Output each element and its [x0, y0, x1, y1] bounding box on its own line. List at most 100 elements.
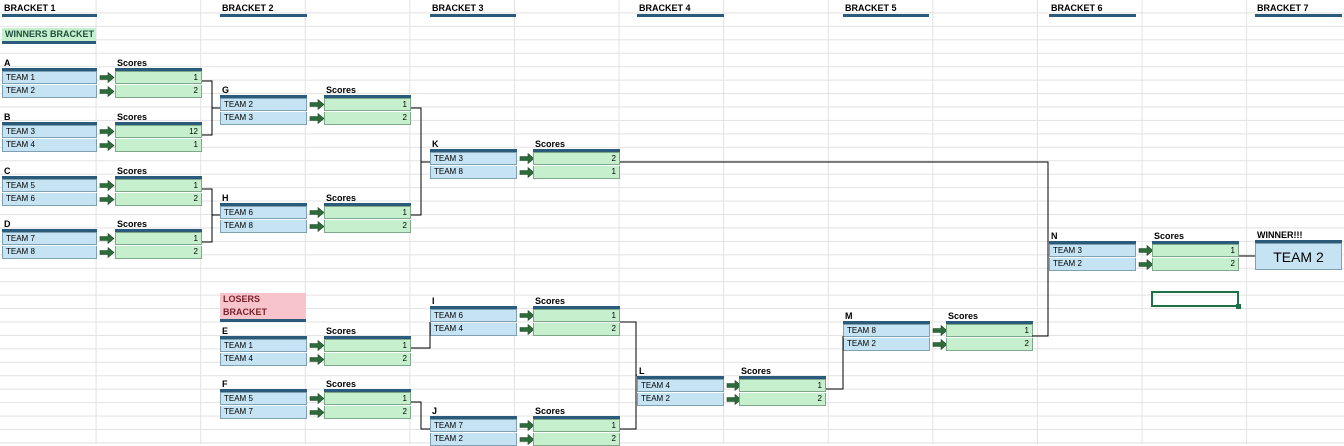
match-k-team2[interactable]: TEAM 8 [430, 166, 517, 179]
match-l-team2[interactable]: TEAM 2 [637, 393, 724, 406]
match-f-team1[interactable]: TEAM 5 [220, 392, 307, 405]
match-m-scores-header [946, 321, 1033, 324]
match-i-score2[interactable]: 2 [533, 323, 620, 336]
arrow-right-icon [519, 434, 535, 445]
winner-team-cell[interactable]: TEAM 2 [1255, 243, 1342, 270]
match-e-team1[interactable]: TEAM 1 [220, 339, 307, 352]
match-f-team2[interactable]: TEAM 7 [220, 406, 307, 419]
match-b-label: B [4, 112, 11, 122]
match-l-score1[interactable]: 1 [739, 379, 826, 392]
arrow-right-icon [519, 153, 535, 164]
match-f-score1[interactable]: 1 [324, 392, 411, 405]
match-n-team2[interactable]: TEAM 2 [1049, 258, 1136, 271]
arrow-right-icon [309, 354, 325, 365]
match-c-header [2, 176, 97, 179]
match-i-header [430, 306, 517, 309]
match-f-score2[interactable]: 2 [324, 406, 411, 419]
match-i-score1[interactable]: 1 [533, 309, 620, 322]
match-i-team1[interactable]: TEAM 6 [430, 309, 517, 322]
arrow-right-icon [519, 167, 535, 178]
match-m-score2[interactable]: 2 [946, 338, 1033, 351]
match-e-score1[interactable]: 1 [324, 339, 411, 352]
arrow-right-icon [932, 325, 948, 336]
arrow-right-icon [1138, 259, 1154, 270]
bracket-header-2: BRACKET 2 [220, 2, 307, 17]
match-a-team1[interactable]: TEAM 1 [2, 71, 97, 84]
arrow-right-icon [99, 140, 115, 151]
match-a-team2[interactable]: TEAM 2 [2, 85, 97, 98]
match-n-score2[interactable]: 2 [1152, 258, 1239, 271]
match-a-score1[interactable]: 1 [115, 71, 202, 84]
arrow-right-icon [99, 72, 115, 83]
arrow-right-icon [99, 86, 115, 97]
match-a-score2[interactable]: 2 [115, 85, 202, 98]
match-j-team1[interactable]: TEAM 7 [430, 419, 517, 432]
match-e-score2[interactable]: 2 [324, 353, 411, 366]
match-d-team2[interactable]: TEAM 8 [2, 246, 97, 259]
match-g-team1[interactable]: TEAM 2 [220, 98, 307, 111]
match-h-score2[interactable]: 2 [324, 220, 411, 233]
match-g-score1[interactable]: 1 [324, 98, 411, 111]
match-k-score1[interactable]: 2 [533, 152, 620, 165]
match-d-team1[interactable]: TEAM 7 [2, 232, 97, 245]
match-b-score2[interactable]: 1 [115, 139, 202, 152]
match-c-team2[interactable]: TEAM 6 [2, 193, 97, 206]
bracket-header-6: BRACKET 6 [1049, 2, 1136, 17]
arrow-right-icon [99, 194, 115, 205]
arrow-right-icon [1138, 245, 1154, 256]
connector-k-n [620, 161, 1049, 256]
arrow-right-icon [309, 340, 325, 351]
connector-ij-l [620, 321, 637, 430]
arrow-right-icon [309, 221, 325, 232]
match-n-score1[interactable]: 1 [1152, 244, 1239, 257]
match-g-team2[interactable]: TEAM 3 [220, 112, 307, 125]
match-k-score2[interactable]: 1 [533, 166, 620, 179]
match-l-team1[interactable]: TEAM 4 [637, 379, 724, 392]
match-l-score2[interactable]: 2 [739, 393, 826, 406]
match-n-team1[interactable]: TEAM 3 [1049, 244, 1136, 257]
match-i-scores-header [533, 306, 620, 309]
arrow-right-icon [99, 180, 115, 191]
match-c-score2[interactable]: 2 [115, 193, 202, 206]
match-j-score1[interactable]: 1 [533, 419, 620, 432]
match-b-team2[interactable]: TEAM 4 [2, 139, 97, 152]
match-h-team1[interactable]: TEAM 6 [220, 206, 307, 219]
match-f-scores-header [324, 389, 411, 392]
match-c-score1[interactable]: 1 [115, 179, 202, 192]
match-h-team2[interactable]: TEAM 8 [220, 220, 307, 233]
match-n-label: N [1051, 231, 1058, 241]
match-j-scores-header [533, 416, 620, 419]
bracket-header-5: BRACKET 5 [843, 2, 929, 17]
connector-gh-k [411, 107, 422, 216]
match-g-score2[interactable]: 2 [324, 112, 411, 125]
match-m-score1[interactable]: 1 [946, 324, 1033, 337]
match-l-header [637, 376, 724, 379]
match-h-score1[interactable]: 1 [324, 206, 411, 219]
match-k-team1[interactable]: TEAM 3 [430, 152, 517, 165]
match-k-scores-label: Scores [535, 139, 566, 149]
match-m-team1[interactable]: TEAM 8 [843, 324, 930, 337]
match-b-score1[interactable]: 12 [115, 125, 202, 138]
match-c-team1[interactable]: TEAM 5 [2, 179, 97, 192]
match-m-label: M [845, 311, 853, 321]
arrow-right-icon [99, 247, 115, 258]
match-b-team1[interactable]: TEAM 3 [2, 125, 97, 138]
arrow-right-icon [99, 233, 115, 244]
selected-cell[interactable] [1151, 291, 1241, 309]
connector-e-i [411, 322, 431, 349]
match-d-score1[interactable]: 1 [115, 232, 202, 245]
bracket-header-1: BRACKET 1 [2, 2, 97, 17]
match-n-scores-label: Scores [1154, 231, 1185, 241]
match-n-scores-header [1152, 241, 1239, 244]
match-e-team2[interactable]: TEAM 4 [220, 353, 307, 366]
match-l-label: L [639, 366, 645, 376]
match-f-label: F [222, 379, 228, 389]
match-d-label: D [4, 219, 11, 229]
match-k-label: K [432, 139, 439, 149]
connector-cd-h [202, 188, 213, 243]
match-d-header [2, 229, 97, 232]
winner-header-bar [1255, 240, 1342, 243]
match-e-label: E [222, 326, 229, 336]
match-d-score2[interactable]: 2 [115, 246, 202, 259]
arrow-right-icon [932, 339, 948, 350]
